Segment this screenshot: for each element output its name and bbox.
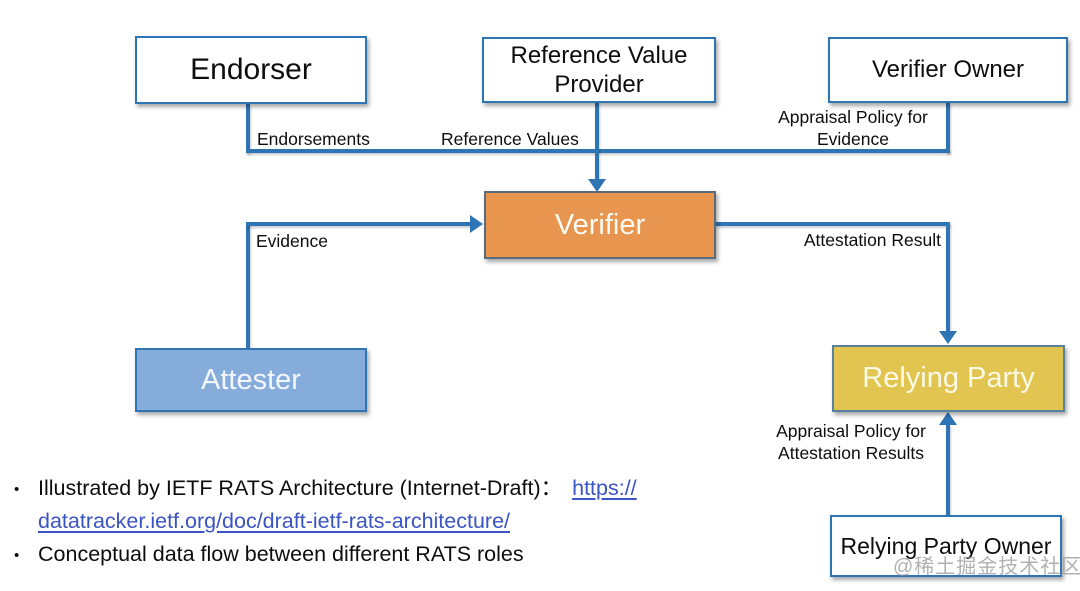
- edge-label-appraisal-policy-evidence: Appraisal Policy for Evidence: [760, 106, 946, 150]
- evidence-horizontal-line: [246, 222, 470, 226]
- draft-link-line1[interactable]: https://: [572, 476, 637, 500]
- bullet-concept-text: Conceptual data flow between different R…: [38, 542, 524, 566]
- edge-label-appraisal-policy-attestation-results: Appraisal Policy for Attestation Results: [758, 420, 944, 464]
- node-relying-party: Relying Party: [832, 345, 1065, 412]
- bullet-item-source: • Illustrated by IETF RATS Architecture …: [14, 472, 754, 538]
- evidence-vertical-line: [246, 222, 250, 348]
- arrowhead-right-icon: [470, 215, 483, 233]
- bullet-item-concept: • Conceptual data flow between different…: [14, 538, 754, 572]
- edge-label-line: Appraisal Policy for: [776, 421, 926, 441]
- watermark-text: @稀土掘金技术社区: [893, 556, 1080, 578]
- bullet-icon: •: [14, 547, 20, 564]
- footnotes: • Illustrated by IETF RATS Architecture …: [14, 472, 754, 572]
- arrowhead-down-icon: [939, 331, 957, 344]
- reference-values-to-verifier-line: [595, 103, 599, 181]
- bullet-text-source: Illustrated by IETF RATS Architecture (I…: [38, 472, 637, 538]
- attestation-result-horizontal-line: [716, 222, 950, 226]
- arrowhead-down-icon: [588, 179, 606, 192]
- arrowhead-up-icon: [939, 412, 957, 425]
- edge-label-line: Attestation Results: [778, 443, 924, 463]
- node-verifier-owner: Verifier Owner: [828, 37, 1068, 103]
- edge-label-line: Appraisal Policy for: [778, 107, 928, 127]
- node-relying-party-owner: Relying Party Owner: [830, 515, 1062, 577]
- node-verifier: Verifier: [484, 191, 716, 259]
- edge-label-evidence: Evidence: [256, 231, 328, 251]
- attestation-result-vertical-line: [946, 222, 950, 333]
- edge-label-reference-values: Reference Values: [441, 129, 579, 149]
- bullet-source-text: Illustrated by IETF RATS Architecture (I…: [38, 476, 563, 500]
- endorser-drop-line: [246, 104, 250, 153]
- node-endorser: Endorser: [135, 36, 367, 104]
- relying-party-owner-policy-line: [946, 424, 950, 515]
- edge-label-attestation-result: Attestation Result: [803, 230, 941, 250]
- edge-label-line: Evidence: [817, 129, 889, 149]
- verifier-owner-drop-line: [946, 103, 950, 153]
- bullet-icon: •: [14, 481, 20, 498]
- draft-link[interactable]: https:// datatracker.ietf.org/doc/draft-i…: [38, 476, 637, 533]
- draft-link-line2[interactable]: datatracker.ietf.org/doc/draft-ietf-rats…: [38, 509, 511, 533]
- edge-label-endorsements: Endorsements: [257, 129, 370, 149]
- node-attester: Attester: [135, 348, 367, 412]
- node-reference-value-provider: Reference Value Provider: [482, 37, 716, 103]
